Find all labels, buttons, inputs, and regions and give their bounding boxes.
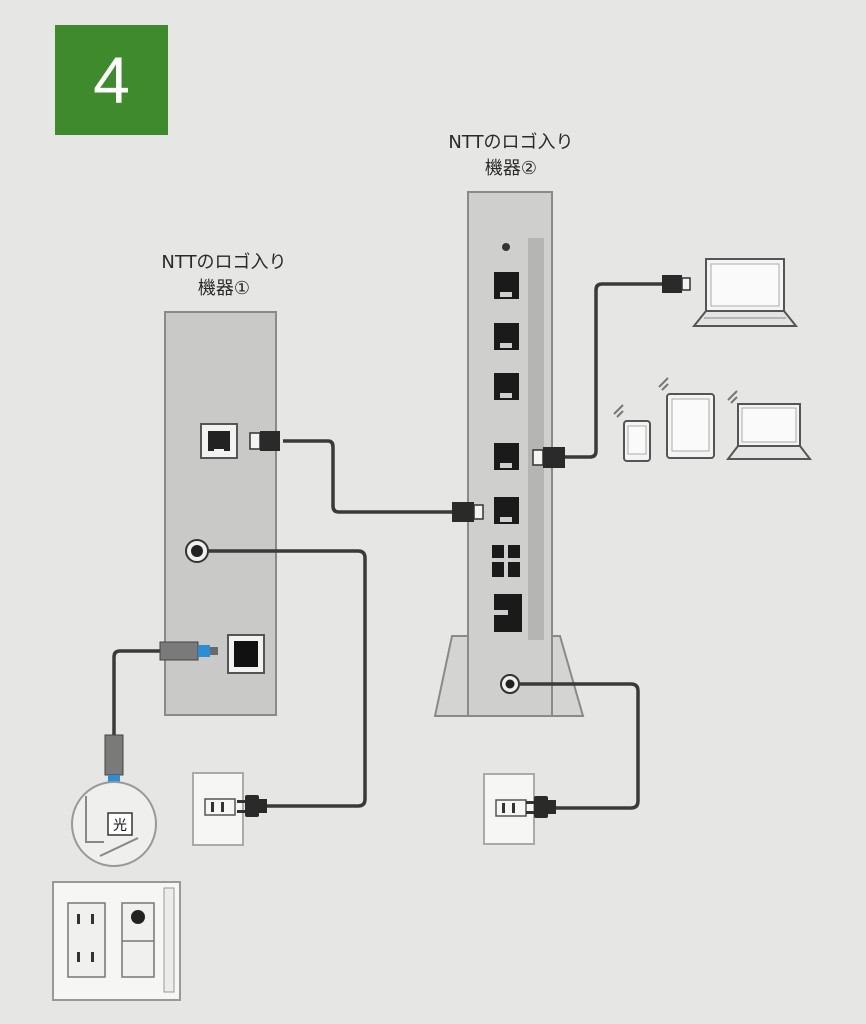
device2-indicator-icon <box>502 243 510 251</box>
device2-label: NTTのロゴ入り 機器② <box>411 130 611 182</box>
device2 <box>433 191 585 717</box>
tablet-icon <box>666 393 715 459</box>
laptop-icon <box>691 258 799 327</box>
device1-label-line1: NTTのロゴ入り <box>161 252 287 273</box>
lan-plug-icon <box>249 431 280 451</box>
device1-lan-port <box>200 423 238 459</box>
device2-power-jack <box>500 674 520 694</box>
device1-optical-port <box>227 634 265 674</box>
power-plug-icon <box>526 796 556 818</box>
lan-cable-2 <box>565 282 662 459</box>
lan-plug-icon <box>662 275 691 293</box>
device2-label-line1: NTTのロゴ入り <box>448 132 574 153</box>
lan-cable-1 <box>283 439 452 514</box>
lan-plug-icon <box>532 447 565 468</box>
lan-plug-icon <box>452 502 484 522</box>
device1-power-jack <box>185 539 209 563</box>
device1-label: NTTのロゴ入り 機器① <box>124 250 324 302</box>
optical-outlet-mark: 光 <box>113 818 127 834</box>
wall-plate-icon <box>52 881 181 1001</box>
optical-cable <box>112 649 160 735</box>
optical-connector-icon <box>104 734 124 789</box>
optical-connector-icon <box>159 641 218 661</box>
wifi-signal-icon <box>613 377 738 418</box>
device1-power-cord <box>208 549 367 808</box>
laptop-icon <box>725 403 813 460</box>
device1-label-line2: 機器① <box>197 278 251 299</box>
device2-label-line2: 機器② <box>484 158 538 179</box>
wall-outlet-icon <box>483 773 535 845</box>
device2-power-cord <box>519 682 640 810</box>
step-number-badge: 4 <box>55 25 168 135</box>
optical-outlet-icon: 光 <box>71 781 157 867</box>
wall-outlet-icon <box>192 772 244 846</box>
smartphone-icon <box>623 420 651 462</box>
power-plug-icon <box>237 795 267 817</box>
